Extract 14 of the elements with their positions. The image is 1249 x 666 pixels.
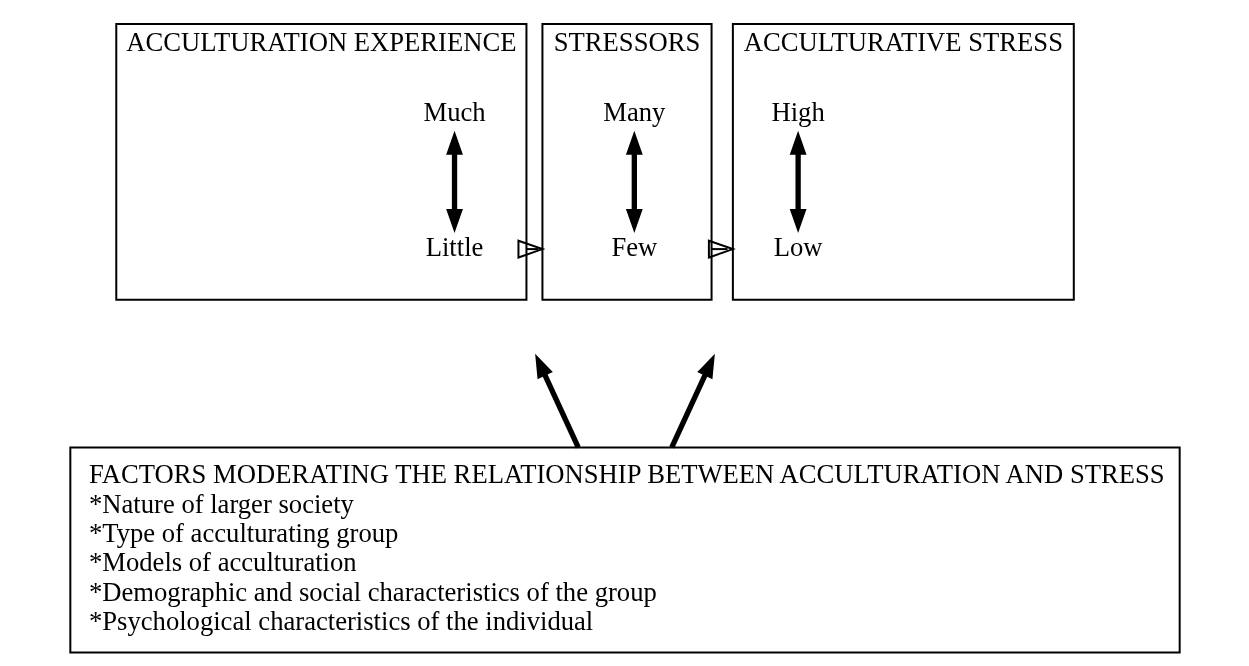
- arrow: [707, 239, 736, 259]
- arrow: [625, 130, 643, 234]
- node-text: Little: [425, 231, 483, 262]
- arrow: [534, 353, 581, 449]
- node-text: High: [771, 97, 825, 128]
- arrow: [668, 353, 715, 449]
- arrow: [445, 130, 463, 234]
- node-box: FACTORS MODERATING THE RELATIONSHIP BETWEEN ACCULTURATION AND STRESS *Nature of larger society *Type of acculturating group *Models of acculturation *Demographic and social characteristics of the group *Psychological characteristics of the individual: [68, 446, 1181, 654]
- node-text: Low: [773, 231, 823, 262]
- arrow: [789, 130, 807, 234]
- arrow: [516, 239, 545, 259]
- node-text: Many: [602, 97, 665, 128]
- node-text: Much: [422, 97, 486, 128]
- node-text: Few: [610, 231, 657, 262]
